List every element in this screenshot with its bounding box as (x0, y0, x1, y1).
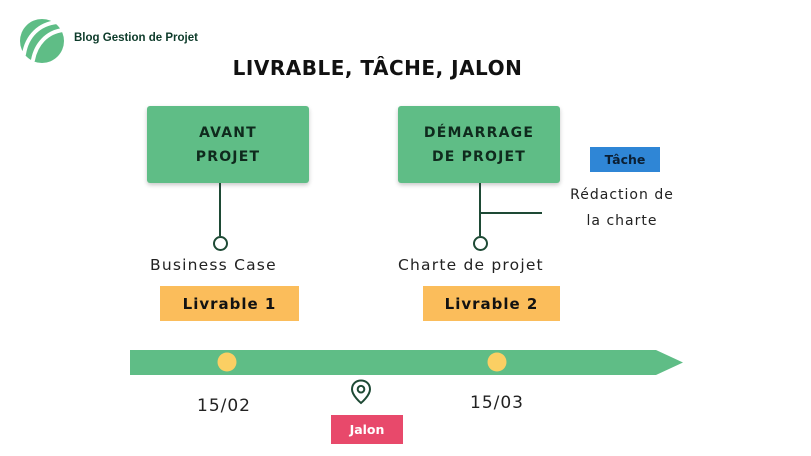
task-description-line2: la charte (586, 213, 658, 229)
phase-box-demarrage: DÉMARRAGE DE PROJET (398, 106, 560, 183)
deliverable-tag-1: Livrable 1 (160, 286, 299, 321)
task-description: Rédaction de la charte (549, 182, 695, 234)
timeline-date-marker-2 (487, 352, 507, 372)
connector-line-1 (219, 183, 221, 236)
deliverable-name-1: Business Case (150, 256, 277, 274)
brand-name: Blog Gestion de Projet (74, 32, 198, 44)
connector-node-1 (213, 236, 228, 251)
timeline-date-1: 15/02 (197, 396, 251, 416)
connector-line-2 (479, 183, 481, 236)
phase-label-line1: DÉMARRAGE (423, 124, 535, 141)
map-pin-icon (350, 379, 372, 405)
phase-label-line2: DE PROJET (431, 148, 527, 165)
phase-label-line1: AVANT (199, 124, 257, 141)
deliverable-tag-2: Livrable 2 (423, 286, 560, 321)
task-tag: Tâche (590, 147, 660, 172)
task-connector-line (480, 212, 542, 214)
milestone-tag: Jalon (331, 415, 403, 444)
task-description-line1: Rédaction de (570, 187, 674, 203)
phase-label-line2: PROJET (195, 148, 261, 165)
connector-node-2 (473, 236, 488, 251)
deliverable-name-2: Charte de projet (398, 256, 544, 274)
timeline-date-marker-1 (217, 352, 237, 372)
brand-logo-icon (20, 19, 65, 63)
diagram-title: LIVRABLE, TÂCHE, JALON (232, 56, 523, 80)
timeline-date-2: 15/03 (470, 393, 524, 413)
phase-box-avant-projet: AVANT PROJET (147, 106, 309, 183)
timeline-arrow (130, 350, 683, 375)
